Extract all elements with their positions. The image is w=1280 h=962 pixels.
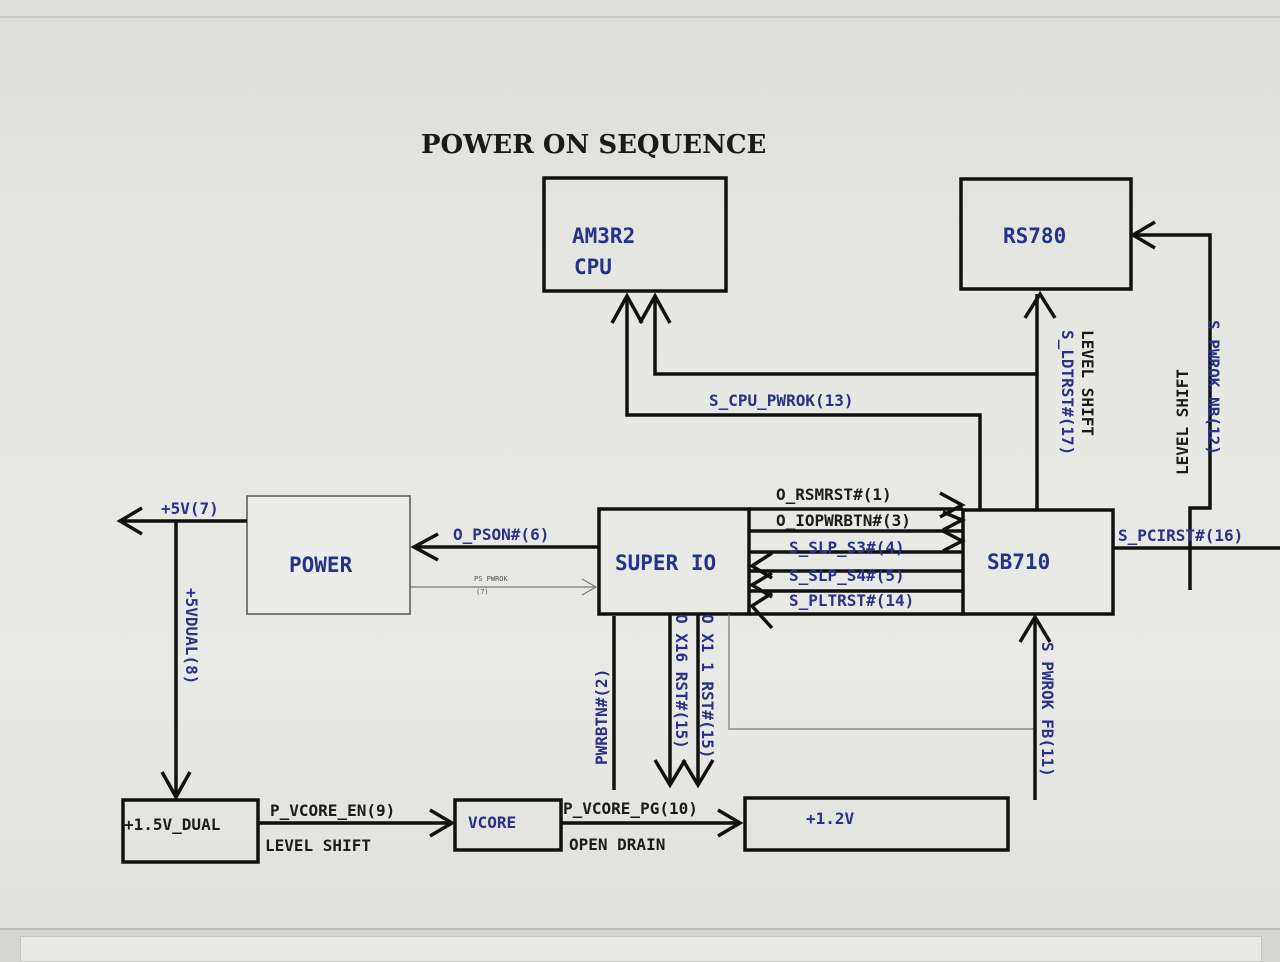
ps-pwrok-num: (7) (476, 588, 489, 596)
sio-sb-bus (748, 491, 967, 630)
cpu-pwrok-wire (610, 292, 1037, 509)
pson-wire (410, 532, 599, 562)
vcore-pg-open-drain: OPEN DRAIN (569, 835, 665, 854)
v5dual-wire (160, 521, 192, 801)
slp-s4-label: S_SLP_S4#(5) (789, 566, 905, 585)
iopwrbtn-label: O_IOPWRBTN#(3) (776, 511, 911, 530)
pson-label: O_PSON#(6) (453, 525, 549, 544)
sb-block: SB710 (961, 508, 1115, 616)
cpu-block: AM3R2 CPU (542, 176, 728, 293)
vcore-en-level-shift: LEVEL SHIFT (265, 836, 371, 855)
window-edge-line (0, 16, 1280, 18)
cpu-block-sublabel: CPU (574, 255, 612, 279)
ldtrst-level-shift: LEVEL SHIFT (1078, 330, 1097, 436)
cpu-block-label: AM3R2 (572, 224, 635, 248)
v12-block: +1.2V (743, 796, 1010, 852)
pwrok-nb-wire (1129, 220, 1212, 590)
rsmrst-label: O_RSMRST#(1) (776, 485, 892, 504)
nb-block: RS780 (959, 177, 1133, 291)
superio-block-label: SUPER IO (615, 551, 716, 575)
ldtrst-wire (1023, 290, 1057, 509)
v12-block-label: +1.2V (806, 809, 855, 828)
v5-wire (116, 506, 247, 536)
ps-pwrok-wire (410, 578, 598, 596)
ldtrst-label: S_LDTRST#(17) (1058, 330, 1077, 455)
pcie-rst-wires (653, 614, 715, 789)
power-block: POWER (246, 495, 411, 615)
vcore-en-label: P_VCORE_EN(9) (270, 801, 395, 820)
pwrok-nb-level-shift: LEVEL SHIFT (1173, 369, 1192, 475)
vcore-pg-label: P_VCORE_PG(10) (563, 799, 698, 818)
v5-label: +5V(7) (161, 499, 219, 518)
pltrst-label: S_PLTRST#(14) (789, 591, 914, 610)
ps-pwrok-label: PS PWROK (474, 575, 509, 583)
sb-block-label: SB710 (987, 550, 1050, 574)
pwrbtn-label: PWRBTN#(2) (592, 669, 611, 765)
v5dual-label: +5VDUAL(8) (182, 588, 201, 684)
superio-block: SUPER IO (597, 507, 751, 616)
vcore-block: VCORE (453, 798, 563, 852)
vcore-block-label: VCORE (468, 813, 516, 832)
pcirst-label: S_PCIRST#(16) (1118, 526, 1243, 545)
vcore-en-wire (258, 808, 456, 838)
dual-block-label: +1.5V_DUAL (124, 815, 220, 834)
sb-pwrok-wire (728, 613, 1052, 800)
cpu-pwrok-label: S_CPU_PWROK(13) (709, 391, 854, 410)
slp-s3-label: S_SLP_S3#(4) (789, 538, 905, 557)
sb-pwrok-label: S PWROK FB(11) (1038, 642, 1057, 777)
nb-block-label: RS780 (1003, 224, 1066, 248)
dual-block: +1.5V_DUAL (121, 798, 260, 864)
vcore-pg-wire (561, 808, 744, 838)
power-block-label: POWER (289, 553, 353, 577)
x1rst-label: O X1 1 RST#(15) (698, 614, 717, 759)
monitor-bezel-panel (20, 936, 1262, 962)
x16rst-label: O X16 RST#(15) (672, 614, 691, 749)
pwrok-nb-label: S PWROK NB(12) (1204, 320, 1223, 455)
diagram-title: POWER ON SEQUENCE (421, 130, 766, 160)
